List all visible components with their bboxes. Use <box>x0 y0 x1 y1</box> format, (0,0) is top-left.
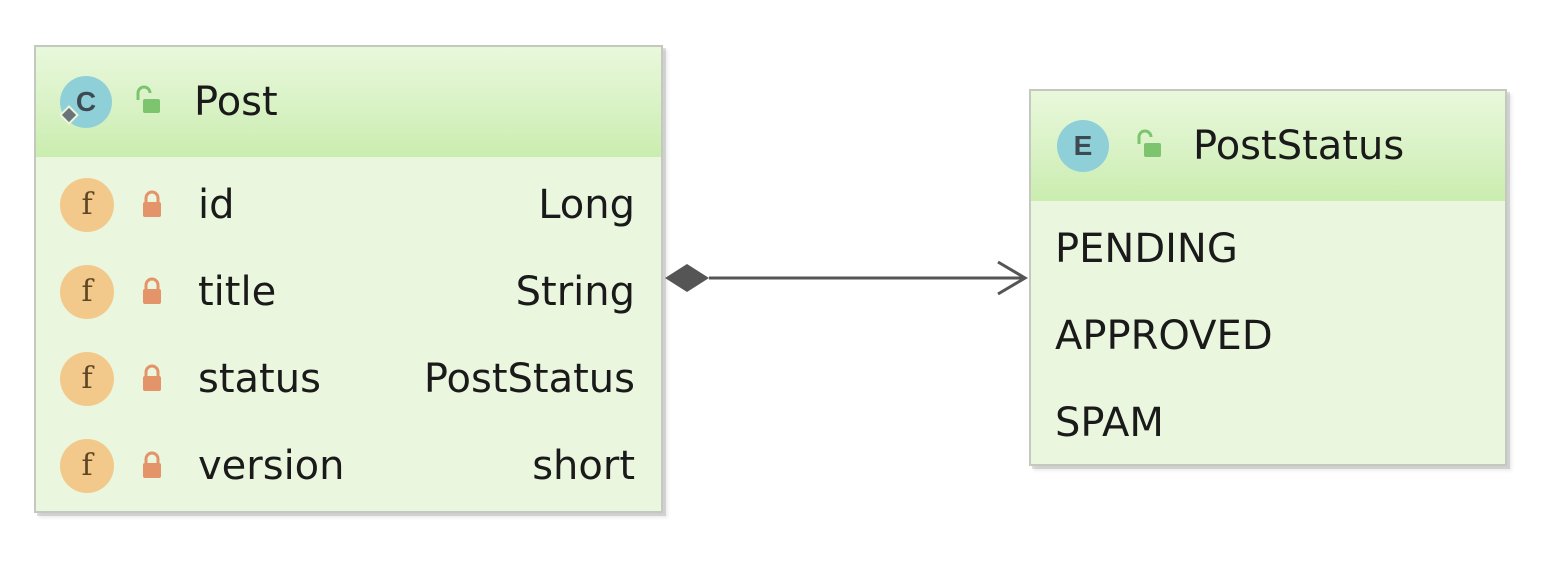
enum-constant-pending[interactable]: PENDING <box>1055 225 1238 272</box>
field-badge-letter: f <box>81 187 93 222</box>
field-badge-letter: f <box>81 361 93 396</box>
arrow-head-icon <box>997 260 1028 296</box>
field-type: Long <box>538 181 635 228</box>
enum-kind-letter: E <box>1073 130 1093 161</box>
enum-icon: E <box>1057 120 1109 172</box>
field-type: PostStatus <box>423 355 635 402</box>
post-class-header[interactable]: C Post <box>36 47 661 157</box>
enum-constant-list: PENDING APPROVED SPAM <box>1031 201 1505 466</box>
unlocked-icon <box>1137 129 1161 157</box>
locked-icon <box>143 190 161 217</box>
field-icon: f <box>60 264 114 319</box>
post-class-box[interactable]: C Post f id Long f <box>34 45 663 513</box>
field-name: status <box>198 355 321 402</box>
field-type: String <box>515 268 635 315</box>
field-badge-letter: f <box>81 274 93 309</box>
field-row-id[interactable]: f id Long <box>60 161 635 248</box>
locked-icon <box>143 364 161 391</box>
abstract-marker-icon <box>59 105 79 125</box>
field-name: id <box>198 181 235 228</box>
field-list: f id Long f title String f <box>36 157 661 509</box>
poststatus-enum-box[interactable]: E PostStatus PENDING APPROVED SPAM <box>1029 89 1507 466</box>
field-name: title <box>198 268 277 315</box>
enum-constant-spam[interactable]: SPAM <box>1055 399 1164 446</box>
enum-constant-approved[interactable]: APPROVED <box>1055 312 1273 359</box>
field-icon: f <box>60 351 114 406</box>
class-icon: C <box>59 76 112 128</box>
composition-diamond-icon <box>665 264 709 292</box>
poststatus-enum-header[interactable]: E PostStatus <box>1031 91 1505 201</box>
class-title: Post <box>194 79 278 125</box>
field-icon: f <box>60 177 114 232</box>
field-name: version <box>198 442 345 489</box>
field-badge-letter: f <box>81 448 93 483</box>
class-kind-letter: C <box>75 86 97 117</box>
unlocked-icon <box>136 85 160 113</box>
enum-title: PostStatus <box>1193 123 1405 169</box>
field-row-title[interactable]: f title String <box>60 248 635 335</box>
field-type: short <box>532 442 635 489</box>
field-row-version[interactable]: f version short <box>60 422 635 509</box>
field-row-status[interactable]: f status PostStatus <box>60 335 635 422</box>
field-icon: f <box>60 438 114 493</box>
locked-icon <box>143 451 161 478</box>
locked-icon <box>143 277 161 304</box>
